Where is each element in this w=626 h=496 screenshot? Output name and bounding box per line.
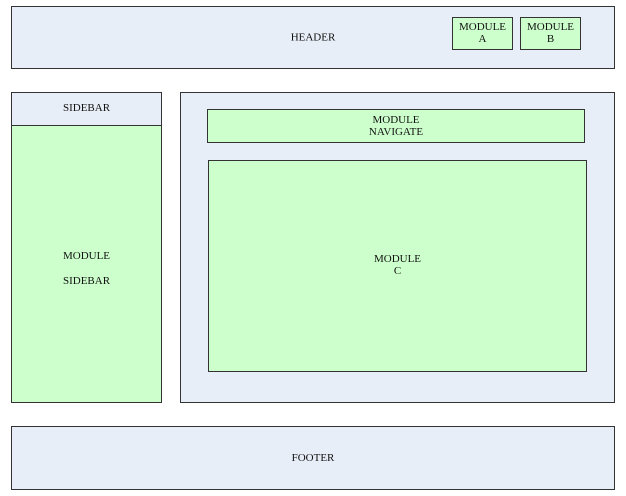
module-navigate-box: MODULE NAVIGATE — [207, 109, 585, 143]
module-navigate-label-line2: NAVIGATE — [368, 126, 424, 138]
module-a-label-line2: A — [478, 33, 487, 45]
footer-label: FOOTER — [291, 452, 335, 464]
header-label: HEADER — [290, 30, 336, 43]
footer-region: FOOTER — [11, 426, 615, 490]
module-b-label-line1: MODULE — [526, 21, 575, 33]
module-a-box: MODULE A — [452, 17, 513, 50]
module-sidebar-label-line1: MODULE — [62, 250, 111, 262]
sidebar-header-region: SIDEBAR — [11, 92, 162, 126]
module-sidebar-box: MODULE SIDEBAR — [11, 125, 162, 403]
module-sidebar-label-line2: SIDEBAR — [62, 275, 111, 287]
module-b-label-line2: B — [546, 33, 555, 45]
module-c-label-line1: MODULE — [373, 253, 422, 265]
module-c-box: MODULE C — [208, 160, 587, 372]
header-region: HEADER — [11, 6, 615, 69]
sidebar-label: SIDEBAR — [62, 101, 111, 114]
module-navigate-label-line1: MODULE — [372, 114, 420, 126]
module-b-box: MODULE B — [520, 17, 581, 50]
module-a-label-line1: MODULE — [458, 21, 507, 33]
module-c-label-line2: C — [393, 265, 402, 277]
